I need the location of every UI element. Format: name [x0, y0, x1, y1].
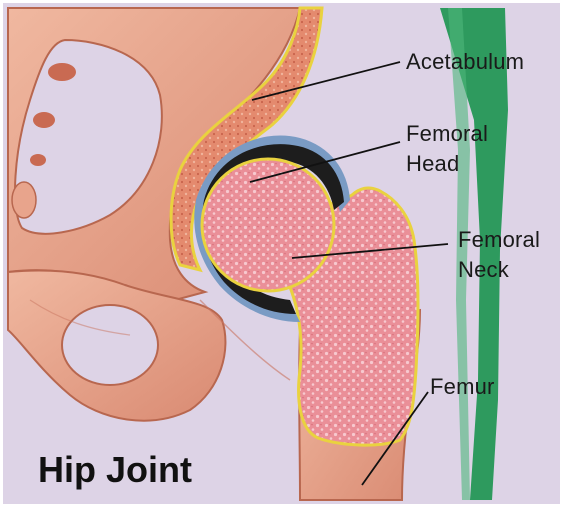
sacral-foramen	[33, 112, 55, 128]
femoral-neck-label-line2: Neck	[458, 256, 509, 284]
obturator-foramen	[62, 305, 158, 385]
femoral-head-label-line1: Femoral	[406, 120, 488, 148]
sacral-foramen	[48, 63, 76, 81]
femoral-head-label-line2: Head	[406, 150, 459, 178]
diagram-title: Hip Joint	[38, 450, 192, 490]
acetabulum-label: Acetabulum	[406, 48, 524, 76]
sacral-foramen	[30, 154, 46, 166]
femur-label: Femur	[430, 373, 495, 401]
femoral-neck-label-line1: Femoral	[458, 226, 540, 254]
femoral-head	[202, 159, 334, 291]
